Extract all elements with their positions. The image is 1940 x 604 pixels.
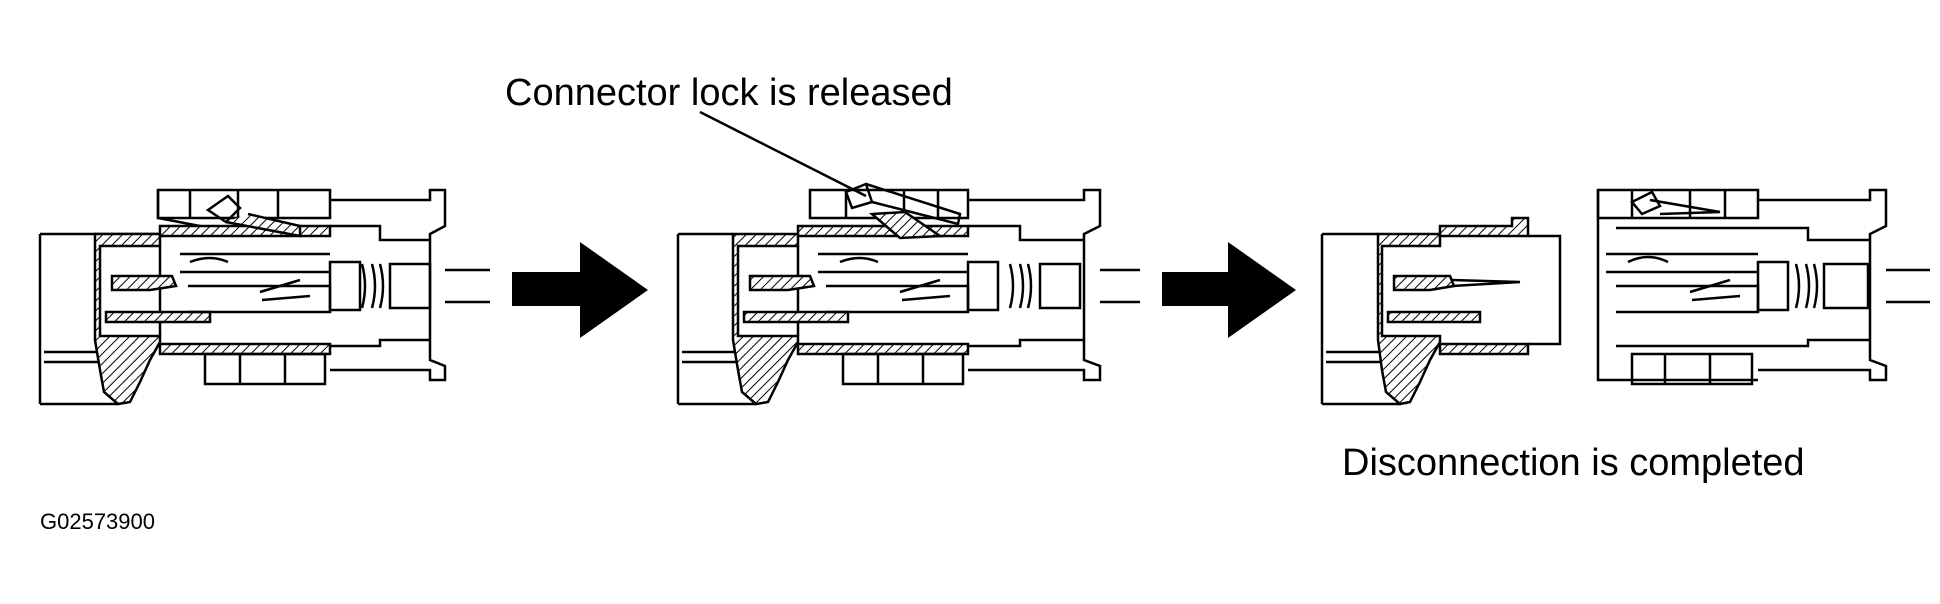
step-arrow-icon — [1162, 242, 1296, 338]
figure-id: G02573900 — [40, 509, 155, 534]
lock-released-annotation: Connector lock is released — [505, 72, 953, 114]
disconnection-completed-annotation: Disconnection is completed — [1342, 442, 1805, 484]
step-arrow-icon — [512, 242, 648, 338]
terminal-and-pins — [1606, 252, 1870, 314]
lock-released-connector-illustration — [676, 182, 1140, 406]
connector-lock-lever — [205, 194, 302, 238]
terminal-and-pins — [742, 252, 1082, 324]
male-connector-housing — [1320, 216, 1562, 406]
connected-connector-illustration — [38, 188, 490, 406]
disconnected-connector-illustration — [1320, 188, 1930, 406]
terminal-and-pins — [104, 252, 432, 324]
lock-annotation-leader-line — [699, 110, 867, 198]
connector-lock-lever — [1630, 190, 1721, 216]
connector-lock-lever — [844, 182, 962, 240]
female-connector-body — [1596, 188, 1930, 386]
